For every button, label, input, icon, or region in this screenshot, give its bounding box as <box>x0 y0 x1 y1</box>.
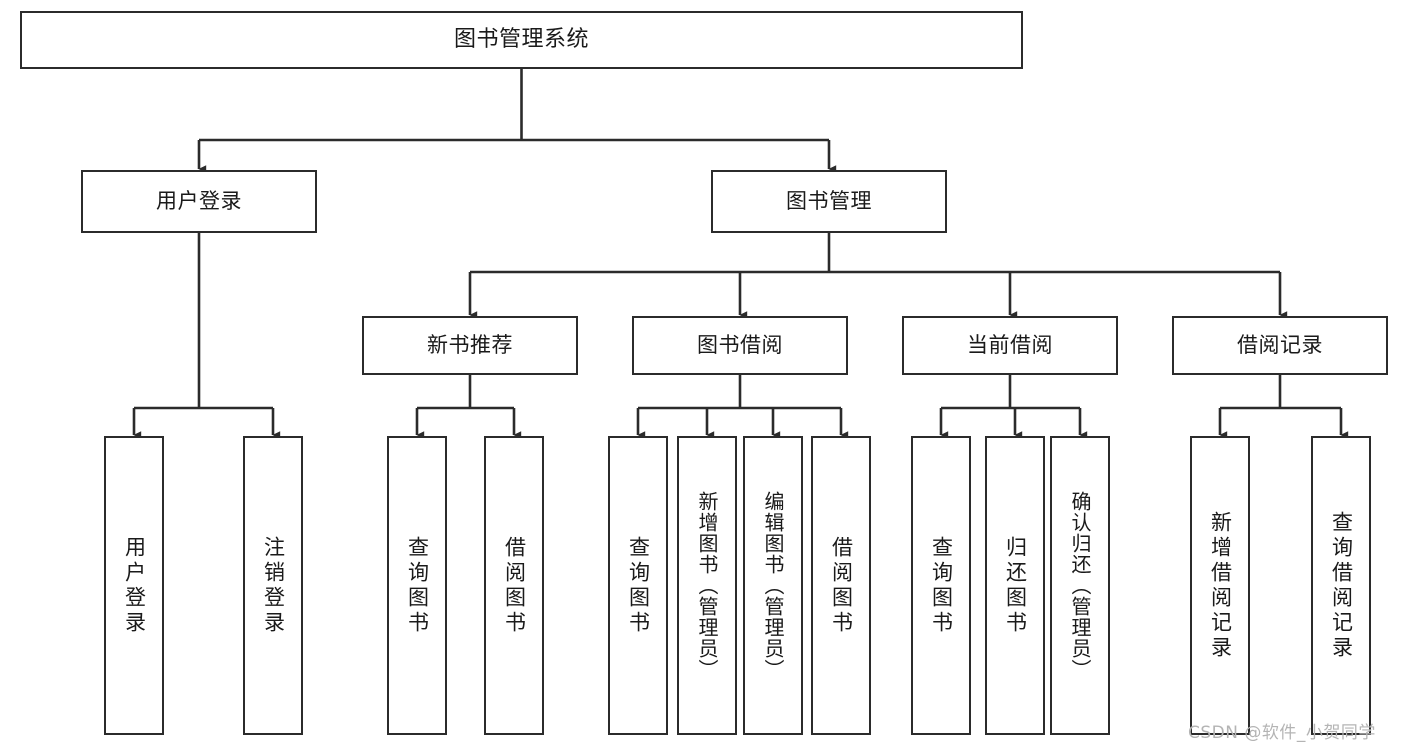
csdn-watermark: CSDN @软件_小贺同学 <box>1188 723 1376 743</box>
node-label-leaf-borrow-book-2: 借阅图书 <box>829 535 854 636</box>
node-label-leaf-add-record: 新增借阅记录 <box>1208 510 1233 661</box>
node-book-manage[interactable]: 图书管理 <box>711 170 947 233</box>
node-book-borrow[interactable]: 图书借阅 <box>632 316 848 375</box>
node-label-leaf-logout: 注销登录 <box>261 535 286 636</box>
node-label-leaf-borrow-book-1: 借阅图书 <box>502 535 527 636</box>
node-current-borrow[interactable]: 当前借阅 <box>902 316 1118 375</box>
node-label-leaf-edit-book: 编辑图书（管理员） <box>761 491 785 680</box>
node-label-user-login: 用户登录 <box>156 188 242 213</box>
edges <box>132 69 1349 439</box>
node-leaf-add-record[interactable]: 新增借阅记录 <box>1190 436 1250 735</box>
node-leaf-borrow-book-2[interactable]: 借阅图书 <box>811 436 871 735</box>
node-label-book-borrow: 图书借阅 <box>697 332 783 357</box>
node-leaf-add-book[interactable]: 新增图书（管理员） <box>677 436 737 735</box>
node-leaf-logout[interactable]: 注销登录 <box>243 436 303 735</box>
node-leaf-query-book-2[interactable]: 查询图书 <box>608 436 668 735</box>
node-leaf-return-book[interactable]: 归还图书 <box>985 436 1045 735</box>
node-label-borrow-record: 借阅记录 <box>1237 332 1323 357</box>
node-label-leaf-return-book: 归还图书 <box>1003 535 1028 636</box>
node-label-leaf-query-book-2: 查询图书 <box>626 535 651 636</box>
node-leaf-query-book-1[interactable]: 查询图书 <box>387 436 447 735</box>
node-borrow-record[interactable]: 借阅记录 <box>1172 316 1388 375</box>
node-leaf-user-login[interactable]: 用户登录 <box>104 436 164 735</box>
node-new-book-recommend[interactable]: 新书推荐 <box>362 316 578 375</box>
node-leaf-borrow-book-1[interactable]: 借阅图书 <box>484 436 544 735</box>
node-leaf-query-record[interactable]: 查询借阅记录 <box>1311 436 1371 735</box>
node-leaf-edit-book[interactable]: 编辑图书（管理员） <box>743 436 803 735</box>
node-label-leaf-user-login: 用户登录 <box>122 535 147 636</box>
node-label-leaf-add-book: 新增图书（管理员） <box>695 491 719 680</box>
node-leaf-query-book-3[interactable]: 查询图书 <box>911 436 971 735</box>
node-root[interactable]: 图书管理系统 <box>20 11 1023 69</box>
node-label-current-borrow: 当前借阅 <box>967 332 1053 357</box>
node-leaf-confirm-return[interactable]: 确认归还（管理员） <box>1050 436 1110 735</box>
node-label-leaf-query-record: 查询借阅记录 <box>1329 510 1354 661</box>
node-label-root: 图书管理系统 <box>453 26 589 52</box>
node-label-new-book-recommend: 新书推荐 <box>427 332 513 357</box>
node-label-book-manage: 图书管理 <box>786 188 872 213</box>
node-label-leaf-query-book-3: 查询图书 <box>929 535 954 636</box>
node-user-login[interactable]: 用户登录 <box>81 170 317 233</box>
node-label-leaf-confirm-return: 确认归还（管理员） <box>1068 491 1092 680</box>
node-label-leaf-query-book-1: 查询图书 <box>405 535 430 636</box>
